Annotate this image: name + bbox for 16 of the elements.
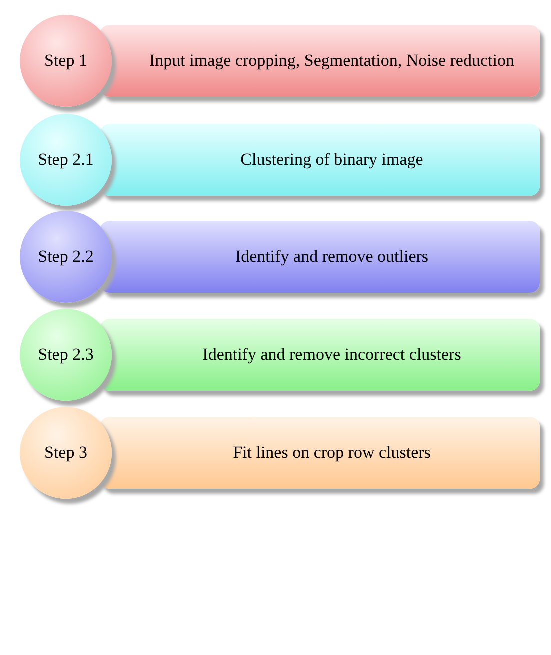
step-bar [100, 124, 540, 196]
step-description: Input image cropping, Segmentation, Noise reduction [150, 50, 514, 72]
step-description: Clustering of binary image [240, 148, 424, 171]
step-bar [100, 417, 540, 489]
step-label: Step 3 [44, 443, 88, 463]
step-label: Step 1 [44, 51, 88, 71]
step-label: Step 2.1 [38, 150, 94, 170]
step-bar [100, 25, 540, 97]
step-description: Identify and remove outliers [235, 246, 429, 268]
step-bar [100, 221, 540, 293]
step-circle [20, 211, 112, 303]
step-label: Step 2.2 [38, 247, 94, 267]
step-description: Fit lines on crop row clusters [233, 442, 431, 464]
step-bar [100, 319, 540, 391]
step-label: Step 2.3 [38, 345, 94, 365]
step-description: Identify and remove incorrect clusters [202, 344, 462, 366]
